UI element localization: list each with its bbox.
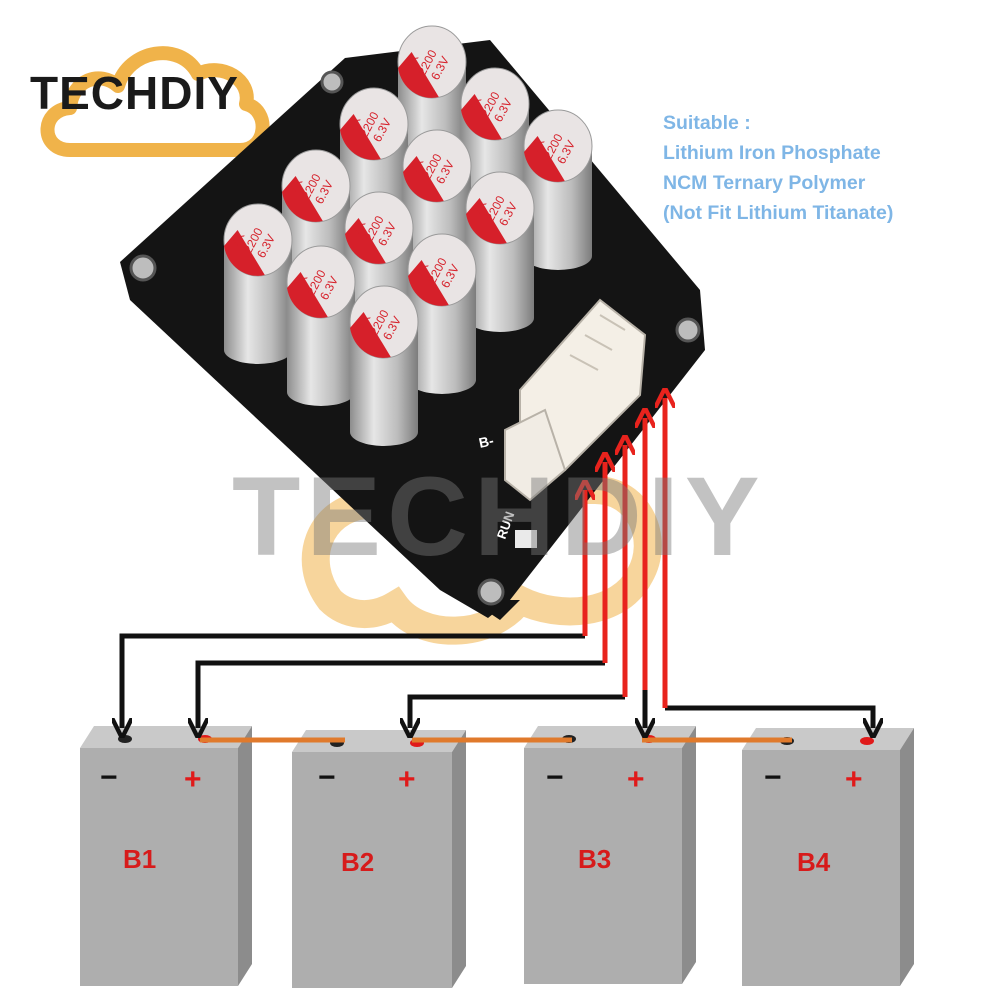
b1-negative-sign: −: [100, 761, 118, 794]
mount-hole-icon: [129, 254, 157, 282]
note-line: NCM Ternary Polymer: [663, 172, 866, 194]
battery-top: [80, 726, 252, 748]
battery-face: [292, 752, 452, 988]
b3-label: B3: [578, 844, 612, 874]
capacitor-stripe: [398, 52, 439, 98]
note-line: (Not Fit Lithium Titanate): [663, 202, 894, 224]
positive-terminal-icon: [860, 737, 874, 745]
b4-negative-sign: −: [764, 761, 782, 794]
capacitor-marking: YX: [285, 176, 305, 197]
capacitor-stripe: [403, 156, 444, 202]
wire-b4-positive: [665, 705, 873, 728]
capacitor-stripe: [287, 272, 328, 318]
capacitor-marking: YX: [353, 312, 373, 333]
mount-hole-icon: [675, 317, 701, 343]
capacitor-stripe: [350, 312, 391, 358]
capacitor-marking: YX: [290, 272, 310, 293]
capacitor-marking: YX: [406, 156, 426, 177]
mount-hole-icon: [477, 578, 505, 606]
capacitor-marking: YX: [401, 52, 421, 73]
battery-face: [742, 750, 900, 986]
b2-positive-sign: +: [398, 763, 416, 796]
capacitor-marking: YX: [411, 260, 431, 281]
mount-hole-icon: [320, 70, 344, 94]
capacitor-marking: YX: [348, 218, 368, 239]
capacitor-marking: YX: [343, 114, 363, 135]
note-line: Lithium Iron Phosphate: [663, 142, 881, 164]
battery-side: [900, 728, 914, 986]
connector-label: B-: [477, 432, 495, 451]
capacitor-stripe: [282, 176, 323, 222]
battery-face: [524, 748, 682, 984]
capacitor-marking: YX: [527, 136, 547, 157]
battery-side: [238, 726, 252, 986]
capacitor-array: YX22006.3VYX22006.3VYX22006.3VYX22006.3V…: [223, 25, 593, 446]
b1-label: B1: [123, 844, 157, 874]
battery-side: [682, 726, 696, 984]
wire-b1-negative: [122, 633, 585, 728]
battery-side: [452, 730, 466, 988]
b2-label: B2: [341, 847, 375, 877]
negative-terminal-icon: [118, 735, 132, 743]
b4-positive-sign: +: [845, 763, 863, 796]
b2-negative-sign: −: [318, 761, 336, 794]
balance-connector: [504, 298, 647, 502]
wire-b2-positive: [410, 694, 625, 728]
b3-negative-sign: −: [546, 761, 564, 794]
capacitor-stripe: [340, 114, 381, 160]
b1-positive-sign: +: [184, 763, 202, 796]
suitability-note: Suitable : Lithium Iron Phosphate NCM Te…: [663, 108, 893, 228]
capacitor-marking: YX: [469, 198, 489, 219]
battery-2: [292, 730, 466, 988]
capacitor-marking: YX: [464, 94, 484, 115]
capacitor-stripe: [224, 230, 265, 276]
capacitor-stripe: [408, 260, 449, 306]
note-line: Suitable :: [663, 112, 751, 134]
capacitor-stripe: [345, 218, 386, 264]
battery-pack: [80, 726, 914, 988]
balance-wires: [585, 398, 665, 708]
capacitor-stripe: [524, 136, 565, 182]
b4-label: B4: [797, 847, 831, 877]
b3-positive-sign: +: [627, 763, 645, 796]
brand-logo: TECHDIY: [30, 67, 239, 119]
logo-cloud-icon: [40, 46, 270, 157]
wire-b1-positive: [198, 660, 605, 728]
watermark-text: TECHDIY: [232, 454, 766, 579]
negative-wires: [122, 633, 873, 728]
battery-face: [80, 748, 238, 986]
capacitor-stripe: [466, 198, 507, 244]
capacitor-marking: YX: [227, 230, 247, 251]
battery-top: [524, 726, 696, 748]
capacitor-stripe: [461, 94, 502, 140]
